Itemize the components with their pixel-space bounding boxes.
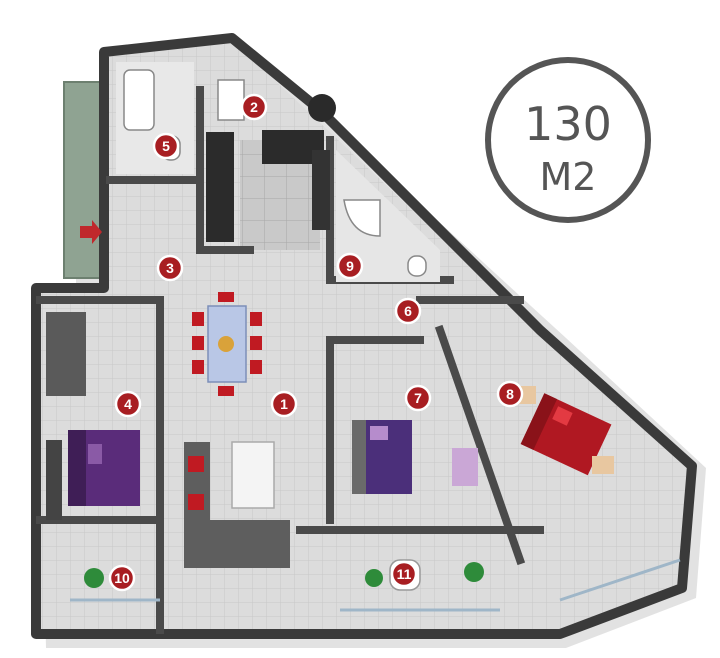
- interior-walls: [36, 86, 544, 634]
- room-marker-circle: [404, 384, 432, 412]
- room-marker-9: 9: [336, 252, 364, 280]
- room-marker-7: 7: [404, 384, 432, 412]
- room-marker-label: 11: [397, 566, 412, 582]
- room-marker-label: 7: [414, 390, 422, 406]
- plant-11b: [365, 569, 383, 587]
- dresser-4: [46, 440, 62, 520]
- fruit-bowl: [218, 336, 234, 352]
- entrance-arrow-icon: [80, 220, 102, 244]
- dining-chairs: [192, 292, 262, 396]
- room-marker-10: 10: [108, 564, 136, 592]
- room-marker-circle: [114, 390, 142, 418]
- room-markers: 1 2 3 4 5 6 7 8 9 10 11: [108, 93, 524, 592]
- bed-8: [520, 393, 612, 476]
- room-marker-label: 9: [346, 258, 354, 274]
- nightstand-8b: [592, 456, 614, 474]
- plant-11a: [464, 562, 484, 582]
- room-marker-label: 8: [506, 386, 514, 402]
- desk-7: [452, 448, 478, 486]
- room-marker-label: 10: [114, 570, 130, 586]
- room-marker-label: 1: [280, 396, 288, 412]
- room-marker-2: 2: [240, 93, 268, 121]
- room-marker-label: 4: [124, 396, 132, 412]
- bed-4-pillow: [88, 444, 102, 464]
- room-marker-circle: [390, 560, 418, 588]
- toilet-9: [407, 255, 427, 277]
- kitchen-counter-left: [206, 132, 234, 242]
- room-marker-circle: [108, 564, 136, 592]
- bathroom-9-floor: [336, 150, 440, 282]
- wardrobe-4: [46, 312, 86, 396]
- room-marker-8: 8: [496, 380, 524, 408]
- room-marker-label: 2: [250, 99, 258, 115]
- room-marker-3: 3: [156, 254, 184, 282]
- area-value: 130: [524, 97, 612, 151]
- coffee-table: [231, 441, 275, 509]
- room-marker-circle: [336, 252, 364, 280]
- kitchen-counter-right: [312, 150, 330, 230]
- bed-7-pillow: [370, 426, 388, 440]
- fridge: [217, 79, 245, 121]
- room-marker-circle: [152, 132, 180, 160]
- area-unit: M2: [540, 155, 597, 199]
- room-marker-label: 3: [166, 260, 174, 276]
- bathtub: [123, 69, 155, 131]
- room-marker-4: 4: [114, 390, 142, 418]
- room-marker-circle: [240, 93, 268, 121]
- room-marker-label: 6: [404, 303, 412, 319]
- room-marker-11: 11: [390, 560, 418, 588]
- corner-column: [308, 94, 336, 122]
- room-marker-circle: [394, 297, 422, 325]
- room-marker-label: 5: [162, 138, 170, 154]
- sofa-cushions: [188, 456, 204, 510]
- area-badge: 130 M2: [485, 57, 651, 223]
- room-marker-6: 6: [394, 297, 422, 325]
- window-glazing: [70, 558, 681, 612]
- plant-10: [84, 568, 104, 588]
- room-marker-circle: [270, 390, 298, 418]
- corner-shower: [343, 199, 381, 237]
- outer-wall: [31, 33, 697, 639]
- room-marker-5: 5: [152, 132, 180, 160]
- sofa: [184, 442, 290, 568]
- room-marker-1: 1: [270, 390, 298, 418]
- room-marker-circle: [156, 254, 184, 282]
- room-marker-circle: [496, 380, 524, 408]
